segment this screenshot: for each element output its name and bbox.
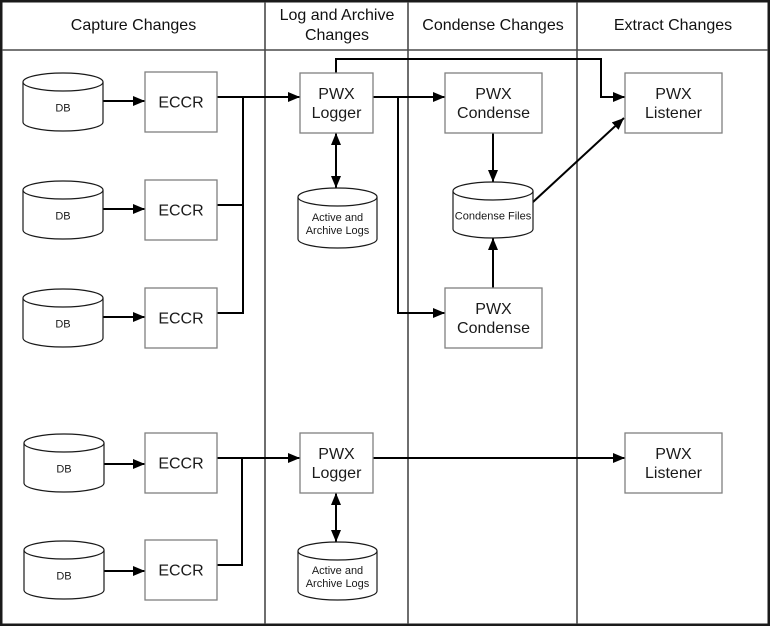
node-eccr2: ECCR — [144, 179, 218, 241]
node-condense-files-top — [452, 181, 534, 201]
node-db2-top — [22, 180, 104, 200]
node-db5: DB — [23, 540, 105, 600]
node-logger2-label: Logger — [312, 465, 362, 482]
node-condense1: PWX Condense — [444, 72, 543, 134]
node-logger1-label: PWX — [318, 86, 355, 103]
node-eccr4-box — [144, 432, 218, 494]
node-eccr1-box — [144, 71, 218, 133]
node-db4-label: DB — [56, 463, 71, 475]
node-condense-files-label: Condense Files — [455, 210, 532, 222]
node-db4-body — [23, 443, 105, 493]
node-listener1-box — [624, 72, 723, 134]
node-db3-top — [22, 288, 104, 308]
node-logger2-box — [299, 432, 374, 494]
node-eccr3-box — [144, 287, 218, 349]
node-db1: DB — [22, 72, 104, 132]
node-listener2-box — [624, 432, 723, 494]
column-header-condense-changes: Condense Changes — [422, 16, 564, 34]
node-condense2-label: PWX — [475, 301, 512, 318]
node-eccr3-label: ECCR — [158, 311, 203, 328]
node-db3: DB — [22, 288, 104, 348]
node-condense1-box — [444, 72, 543, 134]
node-condense2-box — [444, 287, 543, 349]
node-eccr2-box — [144, 179, 218, 241]
node-condense-files: Condense Files — [452, 181, 534, 239]
node-db2-body — [22, 190, 104, 240]
edge-logger1-to-listener1 — [335, 58, 625, 102]
node-logs1-top — [297, 187, 378, 207]
column-header-capture-changes: Capture Changes — [70, 16, 197, 34]
node-db1-body — [22, 82, 104, 132]
node-db5-label: DB — [56, 570, 71, 582]
node-db1-top — [22, 72, 104, 92]
node-logs2-body — [297, 551, 378, 601]
node-logs1-body — [297, 197, 378, 249]
edge-files-to-listener1 — [532, 117, 625, 203]
node-listener2: PWX Listener — [624, 432, 723, 494]
node-eccr3: ECCR — [144, 287, 218, 349]
column-header-extract-changes: Extract Changes — [613, 16, 733, 34]
column-header-log-and-archive-changes: Log and Archive Changes — [279, 6, 395, 44]
node-logs2-top — [297, 541, 378, 561]
node-db2-label: DB — [55, 210, 70, 222]
node-logs2-label: Active and — [312, 565, 363, 577]
node-eccr2-label: ECCR — [158, 203, 203, 220]
node-condense-files-body — [452, 191, 534, 239]
node-logs2-label: Archive Logs — [306, 578, 370, 590]
node-db4: DB — [23, 433, 105, 493]
node-eccr1-label: ECCR — [158, 95, 203, 112]
node-db5-top — [23, 540, 105, 560]
node-listener1-label: PWX — [655, 86, 692, 103]
node-listener2-label: PWX — [655, 446, 692, 463]
edge-logger1-to-condense2 — [397, 97, 445, 318]
node-eccr4-label: ECCR — [158, 456, 203, 473]
node-eccr5-label: ECCR — [158, 563, 203, 580]
node-db5-body — [23, 550, 105, 600]
node-eccr5: ECCR — [144, 539, 218, 601]
node-db4-top — [23, 433, 105, 453]
node-logger1: PWX Logger — [299, 72, 374, 134]
node-db1-label: DB — [55, 102, 70, 114]
node-logger1-label: Logger — [312, 105, 362, 122]
node-logs1-label: Active and — [312, 212, 363, 224]
node-eccr5-box — [144, 539, 218, 601]
node-db3-body — [22, 298, 104, 348]
node-db2: DB — [22, 180, 104, 240]
node-logger1-box — [299, 72, 374, 134]
node-logger2: PWX Logger — [299, 432, 374, 494]
node-listener2-label: Listener — [645, 465, 703, 482]
node-listener1-label: Listener — [645, 105, 703, 122]
node-condense2: PWX Condense — [444, 287, 543, 349]
node-eccr1: ECCR — [144, 71, 218, 133]
node-condense1-label: PWX — [475, 86, 512, 103]
node-listener1: PWX Listener — [624, 72, 723, 134]
node-logs1-label: Archive Logs — [306, 225, 370, 237]
node-condense2-label: Condense — [457, 320, 530, 337]
node-db3-label: DB — [55, 318, 70, 330]
node-logger2-label: PWX — [318, 446, 355, 463]
node-condense1-label: Condense — [457, 105, 530, 122]
node-eccr4: ECCR — [144, 432, 218, 494]
